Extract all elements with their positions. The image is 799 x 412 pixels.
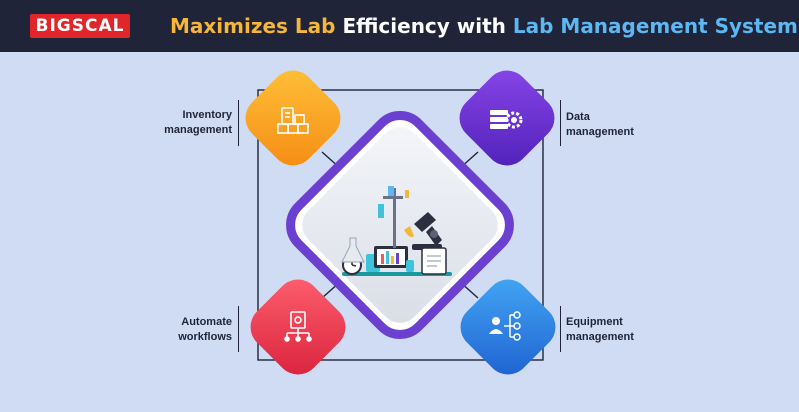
data-management-node[interactable] xyxy=(450,61,563,174)
label-line: Data xyxy=(566,111,590,123)
label-bracket xyxy=(238,306,239,352)
connector-frame xyxy=(257,89,544,361)
equipment-management-node[interactable] xyxy=(451,270,564,383)
label-bracket xyxy=(560,100,561,146)
database-gear-icon xyxy=(490,110,523,129)
label-line: management xyxy=(566,126,634,138)
title-part-lab: Maximizes Lab xyxy=(170,14,336,38)
bigscal-logo[interactable]: BIGSCAL xyxy=(30,14,130,38)
label-bracket xyxy=(238,100,239,146)
label-line: Automate xyxy=(181,316,232,328)
title-part-efficiency: Efficiency with xyxy=(335,14,513,38)
label-line: workflows xyxy=(178,331,232,343)
header-bar: BIGSCAL Maximizes Lab Efficiency with La… xyxy=(0,0,799,52)
label-line: Equipment xyxy=(566,316,623,328)
label-line: Inventory xyxy=(182,109,232,121)
label-line: management xyxy=(566,331,634,343)
label-line: management xyxy=(164,124,232,136)
lab-equipment-icon xyxy=(341,186,452,276)
inventory-boxes-icon xyxy=(277,107,309,134)
label-bracket xyxy=(560,306,561,352)
automate-workflows-node[interactable] xyxy=(241,270,354,383)
inventory-management-node[interactable] xyxy=(236,61,349,174)
automate-workflows-label: Automate workflows xyxy=(140,315,232,345)
title-part-lms: Lab Management System xyxy=(512,14,798,38)
page-title: Maximizes Lab Efficiency with Lab Manage… xyxy=(170,12,798,40)
equipment-management-label: Equipment management xyxy=(566,315,666,345)
data-management-label: Data management xyxy=(566,110,666,140)
inventory-management-label: Inventory management xyxy=(140,108,232,138)
workflow-icon xyxy=(284,311,312,342)
equipment-network-icon xyxy=(489,311,521,341)
